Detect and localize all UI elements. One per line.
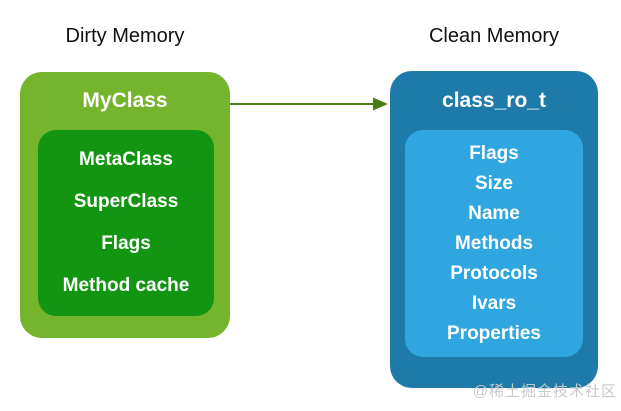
memory-field: MetaClass	[79, 149, 173, 170]
memory-field: Ivars	[471, 292, 517, 314]
pointer-arrow	[230, 97, 388, 111]
memory-field: Protocols	[450, 262, 538, 284]
class-ro-t-label: class_ro_t	[442, 89, 546, 112]
memory-field: Method cache	[62, 275, 190, 296]
memory-field: Size	[474, 172, 514, 194]
arrow-head-icon	[373, 97, 388, 111]
dirty-memory-title: Dirty Memory	[65, 25, 185, 47]
clean-memory-title: Clean Memory	[428, 25, 560, 47]
memory-field: Properties	[447, 322, 541, 344]
memory-field: Name	[468, 202, 520, 224]
watermark: @稀土掘金技术社区	[472, 383, 617, 400]
memory-field: Flags	[469, 142, 519, 164]
memory-field: Flags	[101, 233, 151, 254]
myclass-label: MyClass	[82, 89, 168, 112]
memory-field: Methods	[454, 232, 534, 254]
memory-field: SuperClass	[73, 191, 179, 212]
